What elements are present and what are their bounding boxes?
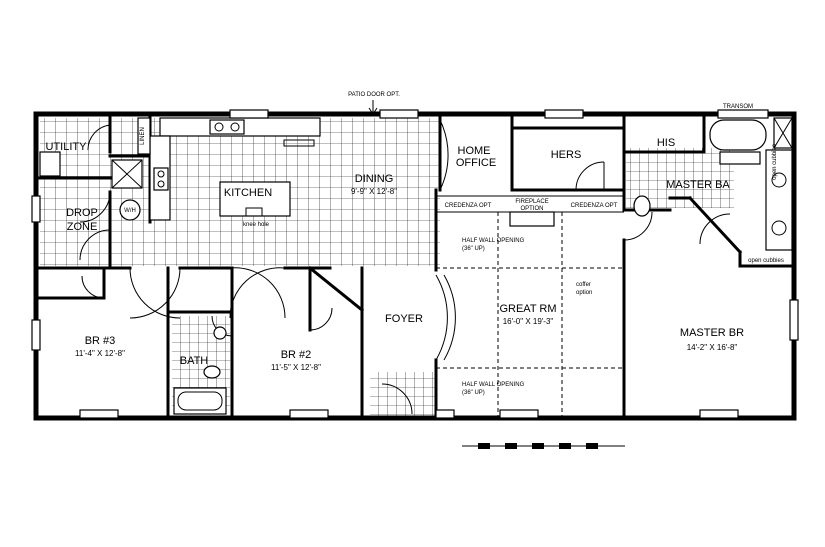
great-room-label: GREAT RM [499, 303, 556, 315]
half-wall-bottom-label-1: HALF WALL OPENING [462, 382, 525, 388]
half-wall-top-label-1: HALF WALL OPENING [462, 238, 525, 244]
his-label: HIS [657, 137, 675, 149]
home-office-label-2: OFFICE [456, 157, 496, 169]
coffer-label-1: coffer [576, 282, 591, 288]
credenza-left-label: CREDENZA OPT [445, 203, 492, 209]
kitchen-island [219, 181, 291, 217]
room-labels: PATIO DOOR OPT. TRANSOM UTILITY LINEN W/… [46, 92, 784, 396]
patio-door-label: PATIO DOOR OPT. [348, 92, 400, 98]
water-heater-label: W/H [124, 208, 136, 214]
scale-bar [462, 443, 625, 449]
water-heater [119, 199, 141, 221]
credenza-right-label: CREDENZA OPT [571, 203, 618, 209]
patio-door-marker [368, 100, 378, 115]
br2-label: BR #2 [281, 349, 312, 361]
dashed-lines [436, 212, 624, 418]
foyer-label: FOYER [385, 313, 423, 325]
drop-zone-label-2: ZONE [67, 221, 98, 233]
kitchen-label: KITCHEN [224, 187, 272, 199]
great-room-dimensions: 16'-0" X 19'-3" [503, 317, 554, 326]
bath-toilet [203, 365, 221, 379]
open-cubbies-horizontal: open cubbies [748, 258, 784, 264]
coffer-label-2: option [576, 290, 592, 296]
fireplace [509, 211, 555, 227]
master-br-label: MASTER BR [680, 327, 744, 339]
br3-label: BR #3 [85, 335, 116, 347]
drop-zone-label-1: DROP [66, 207, 98, 219]
master-toilet [633, 195, 651, 217]
knee-hole-label: knee hole [243, 222, 270, 228]
hers-label: HERS [551, 149, 582, 161]
bath-label: BATH [180, 355, 209, 367]
linen-label: LINEN [140, 127, 146, 145]
windows [31, 109, 799, 419]
utility-label: UTILITY [46, 141, 88, 153]
cooktop [153, 167, 169, 191]
dining-label: DINING [355, 173, 394, 185]
transom-label: TRANSOM [723, 104, 753, 110]
br3-dimensions: 11'-4" X 12'-8" [75, 349, 125, 358]
half-wall-top-label-2: (36" UP) [462, 246, 485, 252]
home-office-label-1: HOME [458, 145, 491, 157]
half-wall-bottom-label-2: (36" UP) [462, 390, 485, 396]
fireplace-label-1: FIREPLACE [515, 199, 548, 205]
tile-floors [40, 118, 734, 416]
fixtures [39, 117, 793, 415]
master-bath-label: MASTER BA [666, 179, 730, 191]
br2-dimensions: 11'-5" X 12'-8" [271, 363, 321, 372]
door-swings [79, 119, 731, 415]
tub [709, 119, 767, 151]
master-br-dimensions: 14'-2" X 16'-8" [687, 343, 738, 352]
fireplace-label-2: OPTION [520, 206, 543, 212]
open-cubbies-vertical: open cubbies [772, 144, 778, 180]
dining-dimensions: 9'-9" X 12'-8" [351, 187, 397, 196]
